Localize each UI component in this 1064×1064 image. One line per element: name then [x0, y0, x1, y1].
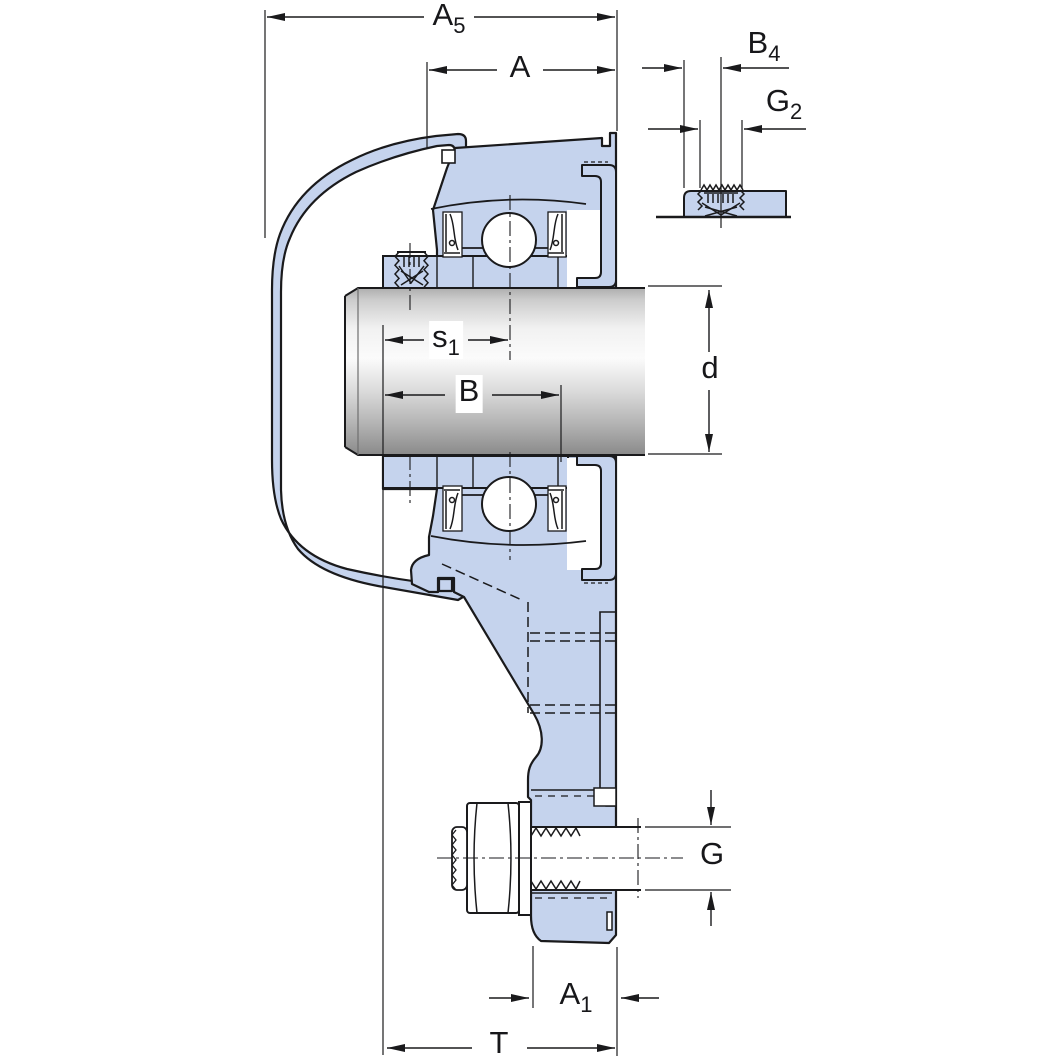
dim-label-s1: s1 [429, 321, 463, 359]
dimension-lines [267, 13, 806, 1052]
collar-detail [656, 183, 791, 219]
dim-label-d: d [698, 352, 722, 390]
dim-label-a: A [506, 51, 534, 89]
bore-gaps [567, 210, 603, 570]
housing-hidden-lines [441, 563, 616, 714]
dim-label-g2: G2 [762, 85, 806, 123]
bolt-shank-lines [531, 826, 641, 891]
extension-lines [264, 10, 743, 1056]
outer-ring-lines [430, 198, 587, 546]
dim-label-a1: A1 [556, 978, 596, 1016]
back-plate-hatch [584, 161, 608, 584]
bearing-balls [481, 212, 537, 532]
inner-ring-lines [436, 257, 559, 487]
shaft [344, 287, 645, 456]
dim-label-t: T [486, 1027, 512, 1064]
dim-label-b: B [455, 375, 483, 413]
set-screw-upper [393, 251, 430, 288]
centerlines [409, 195, 683, 898]
dim-label-b4: B4 [744, 27, 784, 65]
stub-threads [451, 829, 457, 891]
seals [444, 213, 564, 530]
ball-upper [481, 212, 537, 268]
housing-lower [381, 454, 618, 945]
dim-label-a5: A5 [429, 0, 469, 37]
dim-label-g: G [696, 838, 728, 876]
ball-lower [481, 476, 537, 532]
flange-tab-notches [441, 149, 456, 164]
back-plates [576, 164, 617, 581]
flange-recess-notches [593, 787, 617, 931]
